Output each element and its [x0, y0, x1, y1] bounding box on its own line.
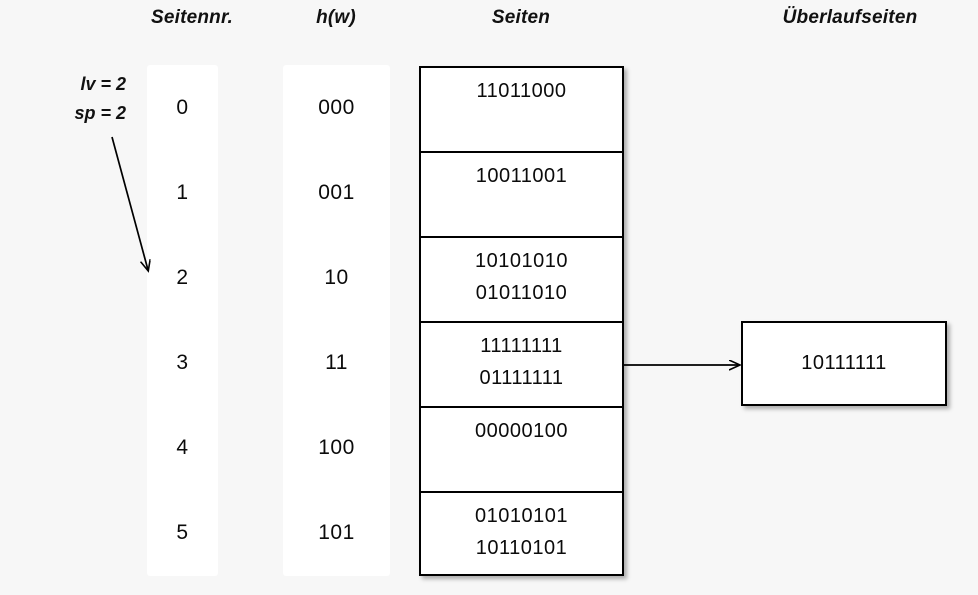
table-row: 11111111 01111111 [421, 323, 622, 408]
seiten-entry: 01011010 [475, 282, 568, 304]
seiten-entry: 11011000 [476, 80, 567, 102]
table-row: 01010101 10110101 [421, 493, 622, 578]
param-sp: sp = 2 [74, 103, 126, 123]
table-row: 11011000 [421, 68, 622, 153]
seiten-entry: 10101010 [475, 250, 568, 272]
seiten-entry: 00000100 [475, 420, 568, 442]
table-row: 00000100 [421, 408, 622, 493]
seitennr-cell-1: 1 [176, 180, 189, 204]
seiten-entry: 01111111 [479, 367, 564, 389]
split-pointer-arrow [111, 136, 148, 270]
parameter-block: lv = 2 sp = 2 [14, 70, 126, 128]
table-row: 10101010 01011010 [421, 238, 622, 323]
param-lv: lv = 2 [80, 74, 126, 94]
seitennr-cell-3: 3 [176, 350, 189, 374]
hw-cell-0: 000 [318, 95, 355, 119]
hw-cell-2: 10 [324, 265, 349, 289]
seiten-entry: 10110101 [475, 537, 568, 559]
hw-cell-4: 100 [318, 435, 355, 459]
seitennr-cell-0: 0 [176, 95, 189, 119]
column-heading-seitennr: Seitennr. [150, 7, 234, 28]
seitennr-cell-4: 4 [176, 435, 189, 459]
hw-cell-1: 001 [318, 180, 355, 204]
overflow-page-box: 10111111 [741, 321, 947, 406]
column-heading-hw: h(w) [316, 7, 356, 28]
seitennr-column-panel: 0 1 2 3 4 5 [147, 65, 218, 576]
column-heading-ueberlaufseiten: Überlaufseiten [782, 7, 918, 28]
hw-cell-3: 11 [325, 350, 348, 374]
overflow-entry: 10111111 [801, 352, 887, 374]
seitennr-cell-5: 5 [176, 520, 189, 544]
seiten-entry: 01010101 [475, 505, 568, 527]
seitennr-cell-2: 2 [176, 265, 189, 289]
hw-column-panel: 000 001 10 11 100 101 [283, 65, 390, 576]
hw-cell-5: 101 [318, 520, 355, 544]
seiten-entry: 10011001 [475, 165, 568, 187]
seiten-entry: 11111111 [480, 335, 563, 357]
seiten-table: 11011000 10011001 10101010 01011010 1111… [419, 66, 624, 576]
table-row: 10011001 [421, 153, 622, 238]
column-heading-seiten: Seiten [491, 7, 551, 28]
